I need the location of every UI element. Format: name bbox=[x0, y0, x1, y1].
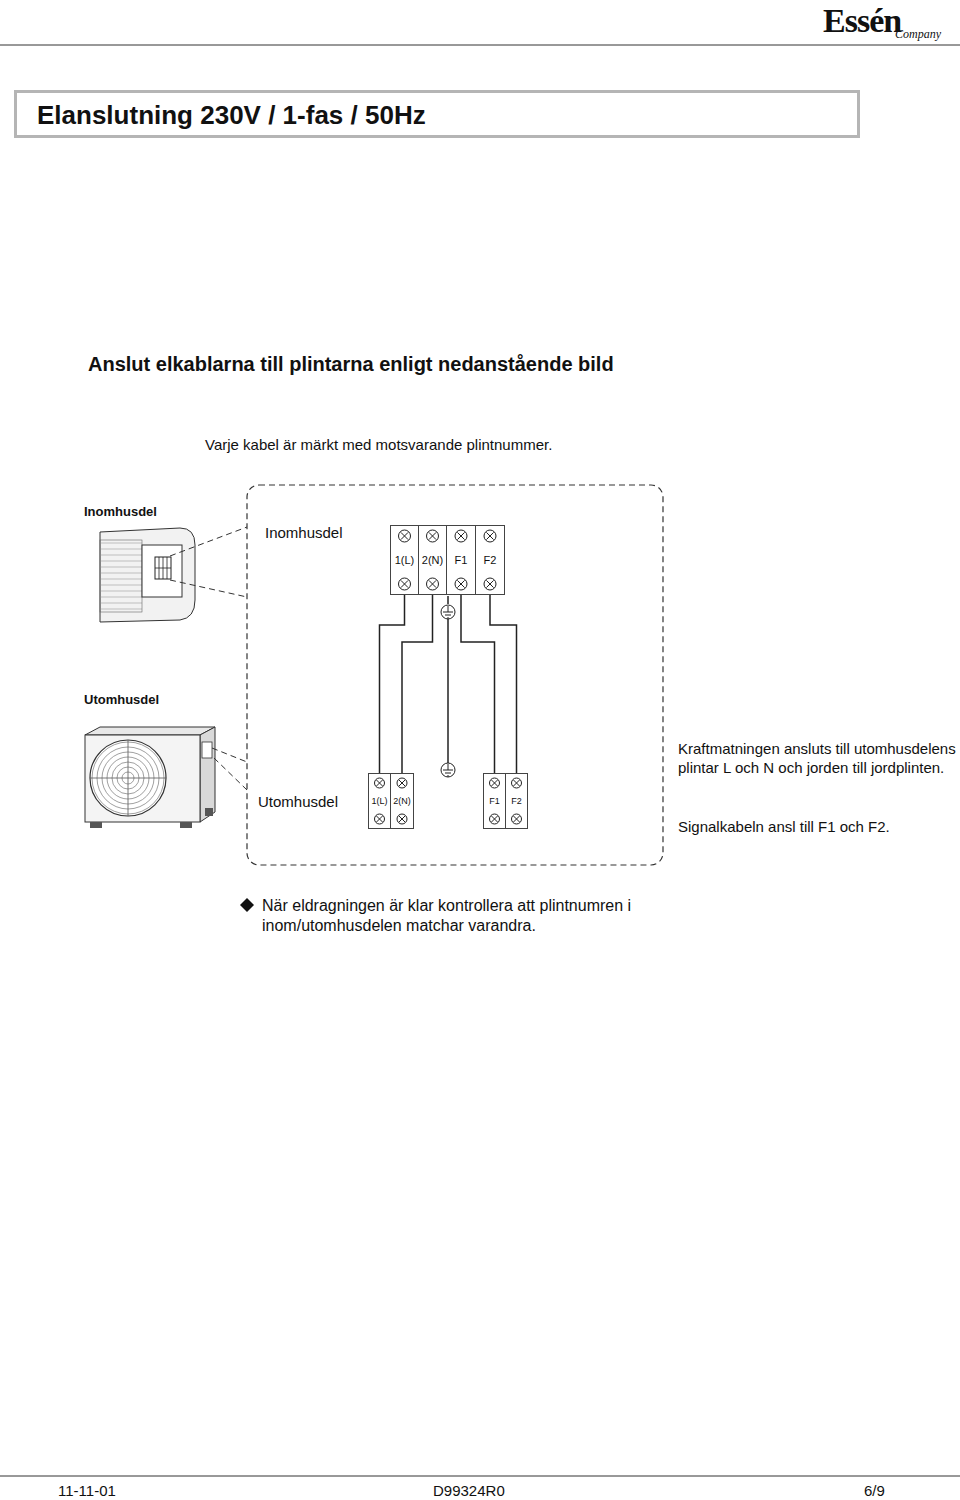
terminal-screw bbox=[375, 814, 385, 824]
title-box: Elanslutning 230V / 1-fas / 50Hz bbox=[14, 90, 860, 138]
ground-symbol bbox=[441, 605, 455, 619]
wire bbox=[490, 595, 517, 773]
terminal-screw bbox=[397, 778, 407, 788]
terminal-cell: F2 bbox=[475, 525, 505, 595]
terminal-cell: 2(N) bbox=[390, 773, 414, 829]
terminal-label: F1 bbox=[454, 554, 469, 566]
dashed-region bbox=[247, 485, 663, 865]
terminal-label: 2(N) bbox=[421, 554, 444, 566]
wire bbox=[402, 595, 433, 773]
footer-text: 11-11-01 bbox=[58, 1482, 178, 1500]
terminal-screw bbox=[490, 778, 500, 788]
label-text: Utomhusdel bbox=[258, 793, 358, 812]
leader-dashed bbox=[170, 580, 247, 597]
label-text: Utomhusdel bbox=[84, 692, 204, 708]
header-rule bbox=[0, 45, 960, 46]
terminal-label: F1 bbox=[488, 796, 501, 806]
logo-text: Company bbox=[895, 27, 941, 42]
ground-wire bbox=[447, 619, 449, 763]
terminal-label: 2(N) bbox=[392, 796, 412, 806]
terminal-screw bbox=[512, 778, 522, 788]
leader-dashed bbox=[212, 748, 247, 762]
label-text: Varje kabel är märkt med motsvarande pli… bbox=[205, 436, 705, 455]
terminal-screw bbox=[397, 814, 407, 824]
indoor-unit bbox=[100, 528, 195, 622]
terminal-cell: F1 bbox=[483, 773, 506, 829]
terminal-screw bbox=[455, 530, 467, 542]
terminal-cell: 2(N) bbox=[418, 525, 447, 595]
section-heading: Anslut elkablarna till plintarna enligt … bbox=[88, 352, 788, 377]
label-text: Signalkabeln ansl till F1 och F2. bbox=[678, 818, 956, 837]
label-text: Inomhusdel bbox=[265, 524, 375, 543]
terminal-cell: 1(L) bbox=[390, 525, 419, 595]
terminal-screw bbox=[399, 530, 411, 542]
terminal-cell: F1 bbox=[446, 525, 476, 595]
leader-dashed bbox=[170, 527, 247, 556]
label-text: Kraftmatningen ansluts till utomhusdelen… bbox=[678, 740, 956, 778]
label-text: Inomhusdel bbox=[84, 504, 204, 520]
terminal-label: F2 bbox=[510, 796, 523, 806]
terminal-label: 1(L) bbox=[370, 796, 388, 806]
outdoor-unit bbox=[85, 727, 215, 828]
terminal-screw bbox=[427, 530, 439, 542]
label-text: När eldragningen är klar kontrollera att… bbox=[262, 896, 692, 936]
terminal-screw bbox=[484, 578, 496, 590]
ground-symbol bbox=[441, 763, 455, 777]
logo-text: Essén bbox=[823, 0, 901, 43]
terminal-screw bbox=[484, 530, 496, 542]
footer-rule bbox=[0, 1476, 960, 1477]
footer-text: 6/9 bbox=[864, 1482, 924, 1500]
bullet-diamond bbox=[240, 898, 254, 912]
terminal-label: 1(L) bbox=[394, 554, 416, 566]
terminal-cell: F2 bbox=[505, 773, 528, 829]
terminal-cell: 1(L) bbox=[368, 773, 391, 829]
wire bbox=[380, 595, 405, 773]
terminal-screw bbox=[455, 578, 467, 590]
terminal-screw bbox=[427, 578, 439, 590]
terminal-screw bbox=[375, 778, 385, 788]
terminal-label: F2 bbox=[483, 554, 498, 566]
terminal-screw bbox=[399, 578, 411, 590]
terminal-screw bbox=[490, 814, 500, 824]
footer-text: D99324R0 bbox=[433, 1482, 553, 1500]
ground-wire bbox=[447, 596, 449, 604]
page-title: Elanslutning 230V / 1-fas / 50Hz bbox=[37, 100, 426, 131]
terminal-screw bbox=[512, 814, 522, 824]
leader-dashed bbox=[214, 758, 247, 790]
